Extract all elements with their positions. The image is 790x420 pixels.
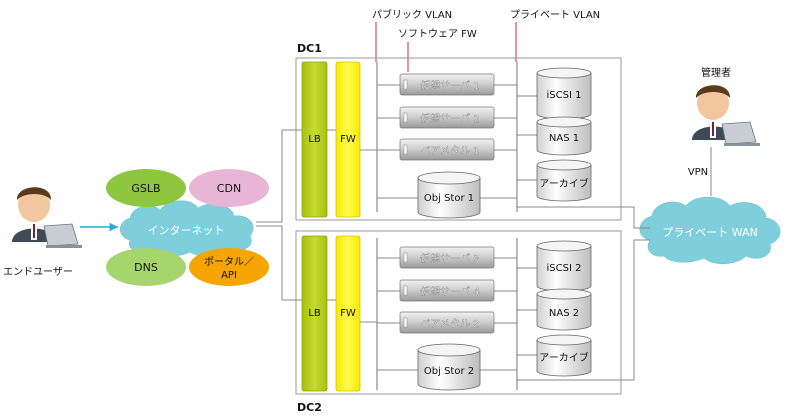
dc1-archive-label: アーカイブ [539, 177, 588, 190]
end-user-person-icon [12, 187, 82, 248]
dc2-storage-nas: NAS 2 [536, 288, 592, 331]
service-gslb: GSLB [106, 169, 186, 207]
end-user: エンドユーザー [3, 187, 82, 278]
private-wan-cloud: プライベート WAN [639, 196, 781, 264]
dc2-lb-block [301, 235, 328, 392]
dc2-label: DC2 [297, 401, 322, 414]
dc2-storage-iscsi: iSCSI 2 [536, 240, 592, 292]
dc2-frame [295, 230, 622, 395]
dc2-fw-block [335, 235, 361, 392]
gslb-label: GSLB [131, 182, 160, 195]
dc1-lb-block [301, 61, 328, 218]
dc1-obj-label: Obj Stor 1 [424, 193, 474, 204]
dc1-server-2-label: 仮想サーバ 2 [420, 112, 479, 125]
admin-label: 管理者 [701, 66, 731, 79]
service-portal-api: ポータル／ API [189, 248, 269, 286]
dc1-server-3: ベアメタル 1 [399, 138, 495, 161]
server-led [403, 112, 408, 123]
vlan-labels: パブリック VLAN プライベート VLAN ソフトウェア FW [372, 8, 600, 72]
dns-label: DNS [134, 261, 158, 274]
datacenter-dc1: DC1 LB FW 仮想サーバ 1 仮想サーバ 2 [295, 42, 622, 221]
private-wan-label: プライベート WAN [662, 226, 758, 239]
dc2-server-3-label: ベアメタル 2 [420, 318, 479, 330]
end-user-label: エンドユーザー [3, 266, 73, 278]
dc1-server-1-label: 仮想サーバ 1 [420, 79, 479, 92]
dc2-to-private-wan-link [517, 239, 650, 381]
dc1-object-storage: Obj Stor 1 [417, 171, 481, 219]
service-cdn: CDN [189, 169, 269, 207]
internet-label: インターネット [148, 224, 225, 237]
service-dns: DNS [106, 248, 186, 286]
dc1-frame [295, 57, 622, 221]
server-led [403, 144, 408, 155]
dc1-lb-label: LB [308, 134, 321, 145]
datacenter-dc2: DC2 LB FW 仮想サーバ 3 仮想サーバ 4 ベアメタル 2 [295, 230, 622, 414]
dc2-archive-label: アーカイブ [539, 351, 588, 364]
vpn-label: VPN [688, 167, 708, 178]
dc1-iscsi-label: iSCSI 1 [547, 90, 582, 101]
dc1-storage-iscsi: iSCSI 1 [536, 67, 592, 120]
portal-label-line2: API [221, 270, 237, 281]
internet-to-dc1-link [256, 129, 302, 223]
dc2-server-1: 仮想サーバ 3 [399, 246, 495, 269]
dc1-server-1: 仮想サーバ 1 [399, 73, 495, 96]
dc1-fw-block [335, 61, 361, 218]
dc2-fw-label: FW [340, 308, 356, 319]
dc2-storage-archive: アーカイブ [536, 334, 592, 377]
dc2-object-storage: Obj Stor 2 [417, 343, 481, 391]
server-led [403, 317, 408, 328]
portal-label-line1: ポータル／ [204, 256, 254, 268]
dc1-server-3-label: ベアメタル 1 [420, 145, 479, 157]
dc2-server-2: 仮想サーバ 4 [399, 279, 495, 302]
server-led [403, 285, 408, 296]
dc2-server-2-label: 仮想サーバ 4 [420, 285, 479, 298]
dc1-server-2: 仮想サーバ 2 [399, 106, 495, 129]
dc1-fw-label: FW [340, 134, 356, 145]
internet-to-dc2-link [256, 225, 302, 301]
admin-person-icon [692, 85, 760, 146]
dc1-to-private-wan-link [517, 206, 650, 229]
dc1-storage-nas: NAS 1 [536, 116, 592, 156]
server-led [403, 252, 408, 263]
dc2-nas-label: NAS 2 [549, 308, 579, 319]
dc2-iscsi-label: iSCSI 2 [547, 263, 582, 274]
private-vlan-label: プライベート VLAN [510, 9, 600, 21]
admin: 管理者 VPN [688, 66, 760, 196]
dc1-nas-label: NAS 1 [549, 133, 579, 144]
dc2-obj-label: Obj Stor 2 [424, 366, 474, 377]
dc2-lb-label: LB [308, 308, 321, 319]
dc1-label: DC1 [297, 42, 322, 55]
internet-cloud: インターネット [120, 200, 254, 257]
cdn-label: CDN [217, 182, 241, 195]
server-led [403, 79, 408, 90]
dc1-storage-archive: アーカイブ [536, 159, 592, 202]
software-fw-label: ソフトウェア FW [398, 28, 477, 40]
public-vlan-label: パブリック VLAN [372, 8, 452, 21]
dc2-server-1-label: 仮想サーバ 3 [420, 252, 479, 265]
dc2-server-3: ベアメタル 2 [399, 311, 495, 334]
